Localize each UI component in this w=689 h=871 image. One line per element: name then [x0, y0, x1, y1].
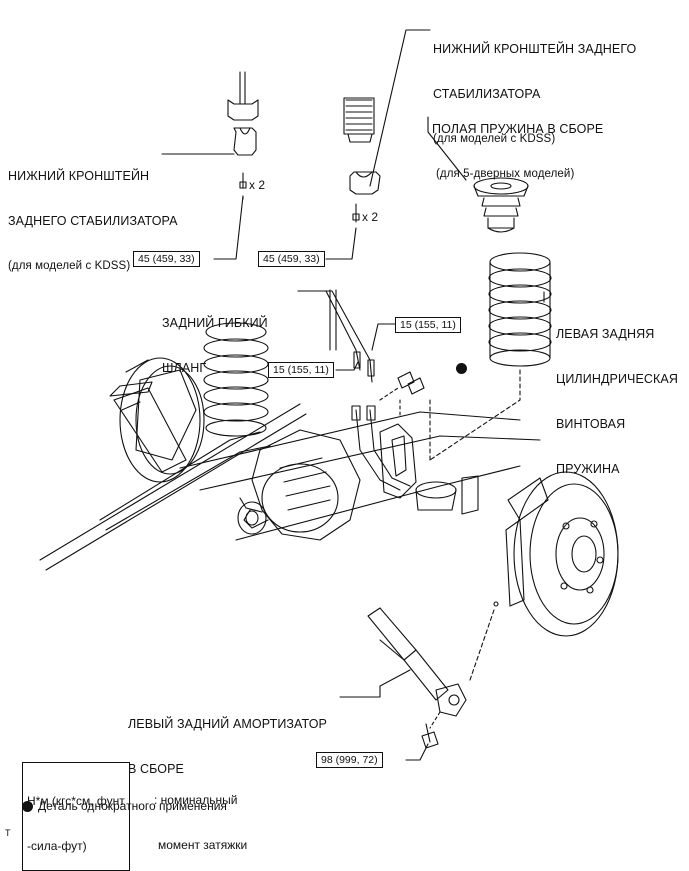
legend-non-reusable: Деталь однократного применения: [38, 799, 227, 813]
diagram-canvas: НИЖНИЙ КРОНШТЕЙН ЗАДНЕГО СТАБИЛИЗАТОРА (…: [5, 12, 678, 871]
mounted-coil-spring: [203, 322, 269, 437]
coil-spring-label: ЛЕВАЯ ЗАДНЯЯ ЦИЛИНДРИЧЕСКАЯ ВИНТОВАЯ ПРУ…: [556, 297, 678, 492]
coil-spring-label-line3: ВИНТОВАЯ: [556, 417, 626, 431]
torque-bracket-right: 45 (459, 33): [258, 251, 325, 267]
hollow-spring-part: [473, 177, 529, 233]
upper-bracket-label-line2: СТАБИЛИЗАТОРА: [433, 87, 541, 101]
left-bracket-label-line2: ЗАДНЕГО СТАБИЛИЗАТОРА: [8, 214, 178, 228]
torque-hose-lower: 15 (155, 11): [268, 362, 334, 378]
torque-bracket-left: 45 (459, 33): [133, 251, 200, 267]
brake-hose-label-line1: ЗАДНИЙ ГИБКИЙ: [162, 316, 268, 330]
exploded-view-drawing: [39, 29, 619, 761]
shock-label: ЛЕВЫЙ ЗАДНИЙ АМОРТИЗАТОР В СБОРЕ: [128, 687, 327, 792]
coil-spring-label-line4: ПРУЖИНА: [556, 462, 620, 476]
mounted-shock: [109, 381, 187, 473]
center-stabilizer-bracket-part: [343, 97, 381, 223]
non-reusable-marker: [456, 363, 467, 374]
brake-hose-label: ЗАДНИЙ ГИБКИЙ ШЛАНГ: [162, 286, 268, 391]
legend-unit-line2: -сила-фут): [27, 839, 87, 853]
left-brake-assembly: [119, 357, 205, 483]
shock-bolt: [421, 723, 439, 749]
left-bracket-label-line1: НИЖНИЙ КРОНШТЕЙН: [8, 169, 150, 183]
left-stabilizer-bracket-part: [227, 71, 259, 189]
brake-hose-part: [297, 290, 411, 491]
upper-bracket-label-line1: НИЖНИЙ КРОНШТЕЙН ЗАДНЕГО: [433, 42, 637, 56]
right-brake-rotor: [505, 471, 619, 637]
coil-spring-part: [488, 252, 552, 367]
hollow-spring-label: ПОЛАЯ ПРУЖИНА В СБОРЕ (для 5-дверных мод…: [432, 92, 603, 197]
rear-axle-housing: [179, 411, 541, 541]
legend-unit-desc-line1: : номинальный: [154, 793, 238, 807]
brake-hose-label-line2: ШЛАНГ: [162, 361, 207, 375]
center-bolt-multiplier: x 2: [362, 210, 379, 224]
footer-mark: T: [5, 828, 11, 838]
legend-unit-box: Н*м (кгс*см, фунт -сила-фут): [22, 762, 130, 871]
legend-unit-desc: : номинальный момент затяжки: [154, 763, 247, 868]
hollow-spring-label-line2: (для 5-дверных моделей): [436, 168, 575, 180]
coil-spring-label-line2: ЦИЛИНДРИЧЕСКАЯ: [556, 372, 678, 386]
left-bracket-label: НИЖНИЙ КРОНШТЕЙН ЗАДНЕГО СТАБИЛИЗАТОРА (…: [8, 139, 178, 289]
legend-unit-line1: Н*м (кгс*см, фунт: [27, 794, 125, 808]
legend-dot-icon: [22, 801, 33, 812]
shock-label-line1: ЛЕВЫЙ ЗАДНИЙ АМОРТИЗАТОР: [128, 717, 327, 731]
upper-bracket-label: НИЖНИЙ КРОНШТЕЙН ЗАДНЕГО СТАБИЛИЗАТОРА (…: [433, 12, 636, 162]
shock-absorber-part: [367, 607, 467, 717]
upper-bracket-label-line3: (для моделей с KDSS): [433, 133, 556, 145]
coil-spring-label-line1: ЛЕВАЯ ЗАДНЯЯ: [556, 327, 655, 341]
stabilizer-bar: [39, 289, 337, 571]
hollow-spring-label-line1: ПОЛАЯ ПРУЖИНА В СБОРЕ: [432, 122, 604, 136]
torque-hose-upper: 15 (155, 11): [395, 317, 461, 333]
shock-label-line2: В СБОРЕ: [128, 762, 184, 776]
torque-shock-bolt: 98 (999, 72): [316, 752, 383, 768]
left-bolt-multiplier: x 2: [249, 178, 266, 192]
left-bracket-label-line3: (для моделей с KDSS): [8, 260, 131, 272]
